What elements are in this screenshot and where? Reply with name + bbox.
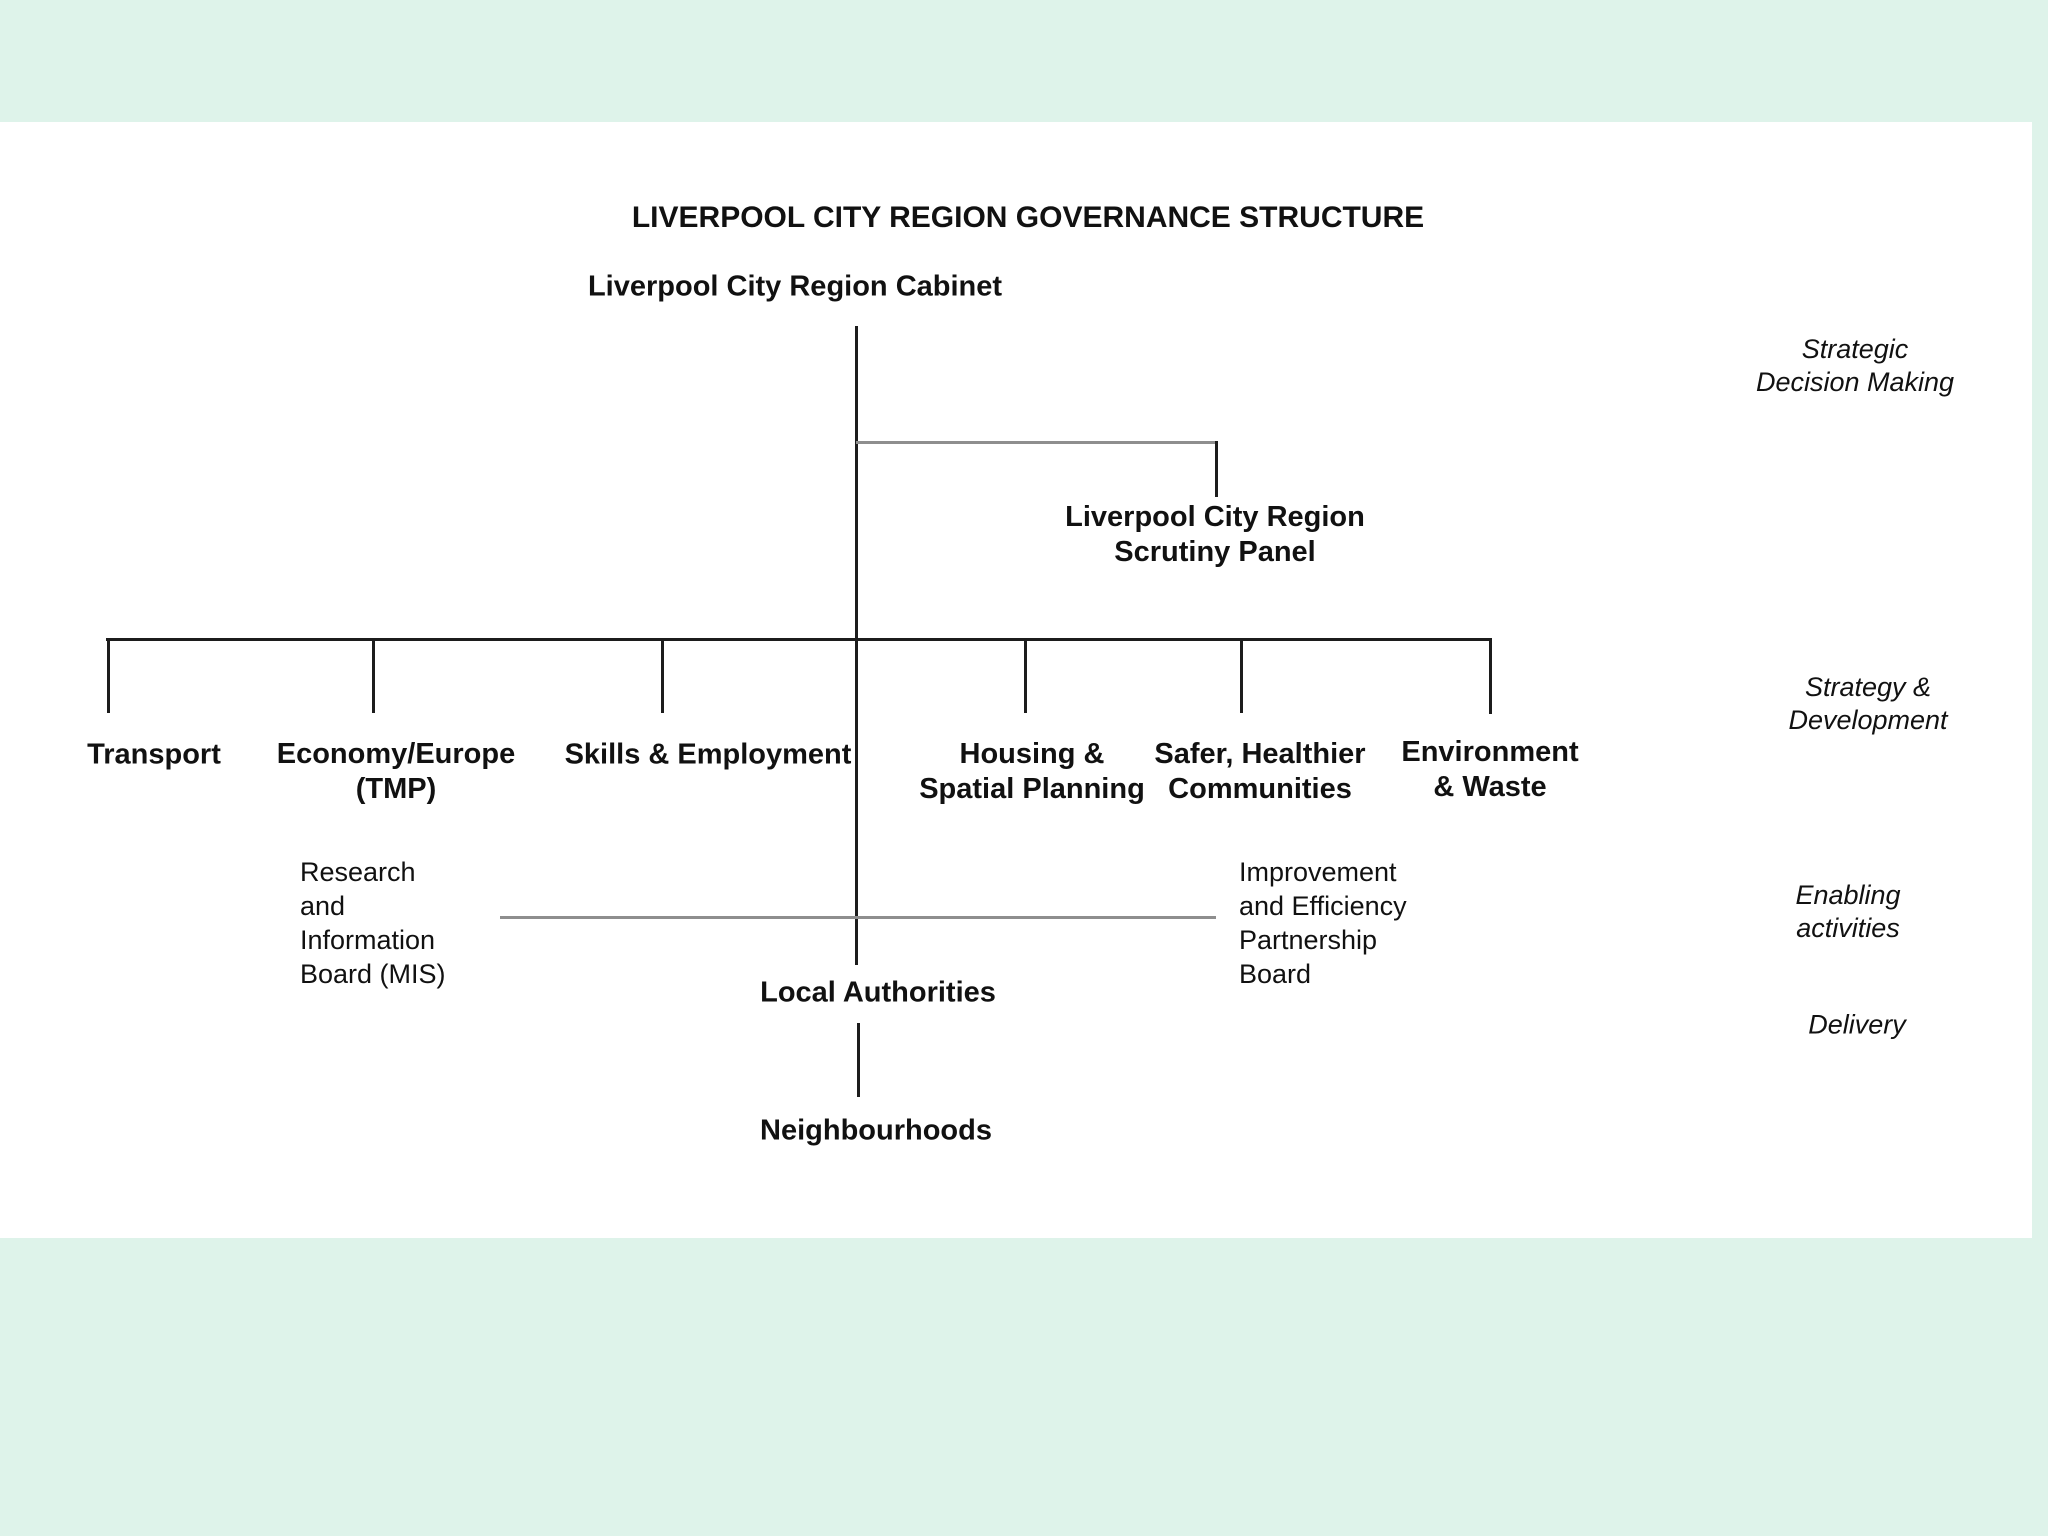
- research-board-line-2: and: [300, 891, 346, 921]
- node-environment-line-1: Environment: [1401, 736, 1579, 768]
- side-label-strategic-line-2: Decision Making: [1755, 367, 1955, 397]
- node-environment-line-2: & Waste: [1433, 771, 1547, 803]
- node-environment-waste: Environment & Waste: [1401, 735, 1578, 805]
- branch-drop-transport: [107, 638, 110, 713]
- node-scrutiny-panel-line-1: Liverpool City Region: [1065, 501, 1365, 533]
- branch-drop-skills-employment: [661, 638, 664, 713]
- node-safer-line-2: Communities: [1168, 773, 1352, 805]
- side-label-enabling-activities: Enabling activities: [1795, 879, 1900, 945]
- node-skills-employment: Skills & Employment: [564, 738, 852, 771]
- improvement-board-line-4: Board: [1239, 959, 1312, 989]
- node-improvement-efficiency-board: Improvement and Efficiency Partnership B…: [1239, 855, 1407, 991]
- branch-drop-safer-healthier-communities: [1240, 638, 1243, 713]
- scrutiny-connector-horizontal: [856, 441, 1217, 444]
- research-board-line-1: Research: [300, 857, 416, 887]
- enabling-connector-line: [500, 916, 1216, 919]
- node-research-information-board: Research and Information Board (MIS): [300, 855, 446, 991]
- branch-drop-housing-spatial-planning: [1024, 638, 1027, 713]
- improvement-board-line-3: Partnership: [1239, 925, 1378, 955]
- node-local-authorities: Local Authorities: [760, 976, 996, 1009]
- trunk-line: [855, 326, 858, 965]
- node-scrutiny-panel: Liverpool City Region Scrutiny Panel: [1065, 500, 1365, 570]
- node-economy-europe-line-2: (TMP): [355, 773, 437, 805]
- side-label-enabling-line-1: Enabling: [1795, 880, 1901, 910]
- node-housing-line-2: Spatial Planning: [919, 773, 1145, 805]
- side-label-strategy-development: Strategy & Development: [1788, 671, 1947, 737]
- side-label-strategy-line-1: Strategy &: [1804, 672, 1932, 702]
- node-economy-europe-line-1: Economy/Europe: [276, 738, 516, 770]
- improvement-board-line-2: and Efficiency: [1239, 891, 1407, 921]
- branch-drop-economy-europe: [372, 638, 375, 713]
- side-label-strategic-decision-making: Strategic Decision Making: [1756, 333, 1954, 399]
- side-label-strategy-line-2: Development: [1788, 705, 1948, 735]
- node-scrutiny-panel-line-2: Scrutiny Panel: [1114, 536, 1316, 568]
- side-label-delivery: Delivery: [1808, 1009, 1906, 1040]
- research-board-line-4: Board (MIS): [300, 959, 446, 989]
- side-label-enabling-line-2: activities: [1796, 913, 1900, 943]
- node-safer-healthier-communities: Safer, Healthier Communities: [1154, 737, 1365, 807]
- main-branch-line: [106, 638, 1492, 641]
- page-title: LIVERPOOL CITY REGION GOVERNANCE STRUCTU…: [631, 201, 1425, 234]
- side-label-strategic-line-1: Strategic: [1801, 334, 1909, 364]
- node-transport: Transport: [87, 738, 221, 771]
- branch-drop-environment-waste: [1489, 638, 1492, 714]
- local-authorities-neighbourhoods-line: [857, 1023, 860, 1097]
- node-housing-spatial-planning: Housing & Spatial Planning: [919, 737, 1145, 807]
- node-cabinet: Liverpool City Region Cabinet: [587, 270, 1003, 303]
- scrutiny-connector-vertical: [1215, 441, 1218, 497]
- node-neighbourhoods: Neighbourhoods: [760, 1114, 992, 1147]
- improvement-board-line-1: Improvement: [1239, 857, 1397, 887]
- research-board-line-3: Information: [300, 925, 436, 955]
- node-housing-line-1: Housing &: [959, 738, 1105, 770]
- diagram-sheet: [0, 122, 2032, 1238]
- node-safer-line-1: Safer, Healthier: [1154, 738, 1366, 770]
- node-economy-europe: Economy/Europe (TMP): [277, 737, 516, 807]
